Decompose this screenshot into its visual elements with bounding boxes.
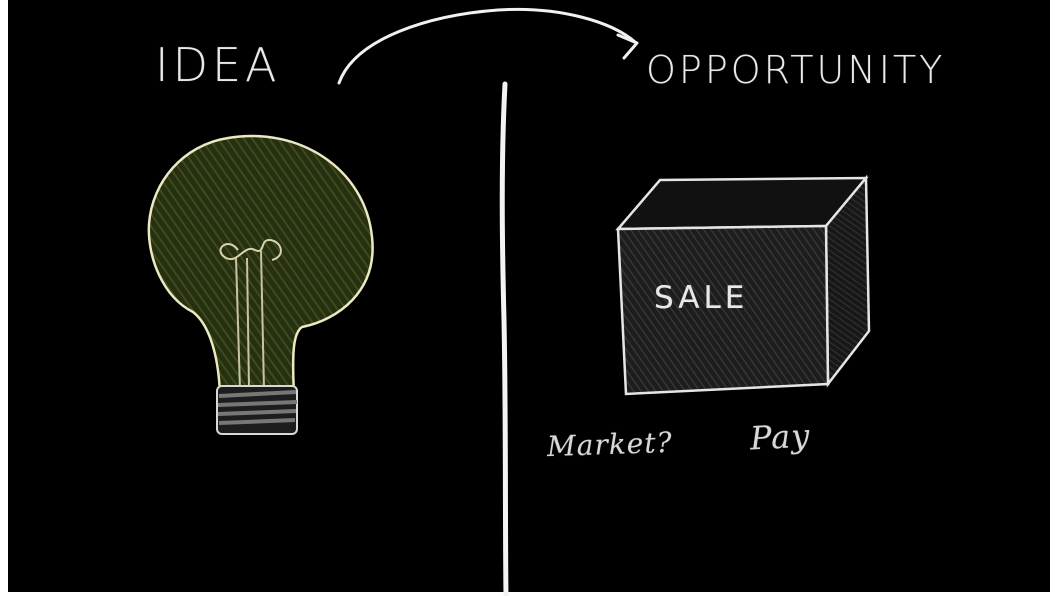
opportunity-title: OPPORTUNITY: [646, 48, 945, 92]
market-note: Market?: [546, 426, 673, 463]
lightbulb-icon: [149, 136, 373, 434]
curved-arrow-icon: [339, 9, 637, 83]
idea-title: IDEA: [155, 38, 281, 92]
sale-label: SALE: [654, 280, 748, 316]
divider-line: [502, 84, 506, 596]
pay-note: Pay: [749, 416, 811, 457]
